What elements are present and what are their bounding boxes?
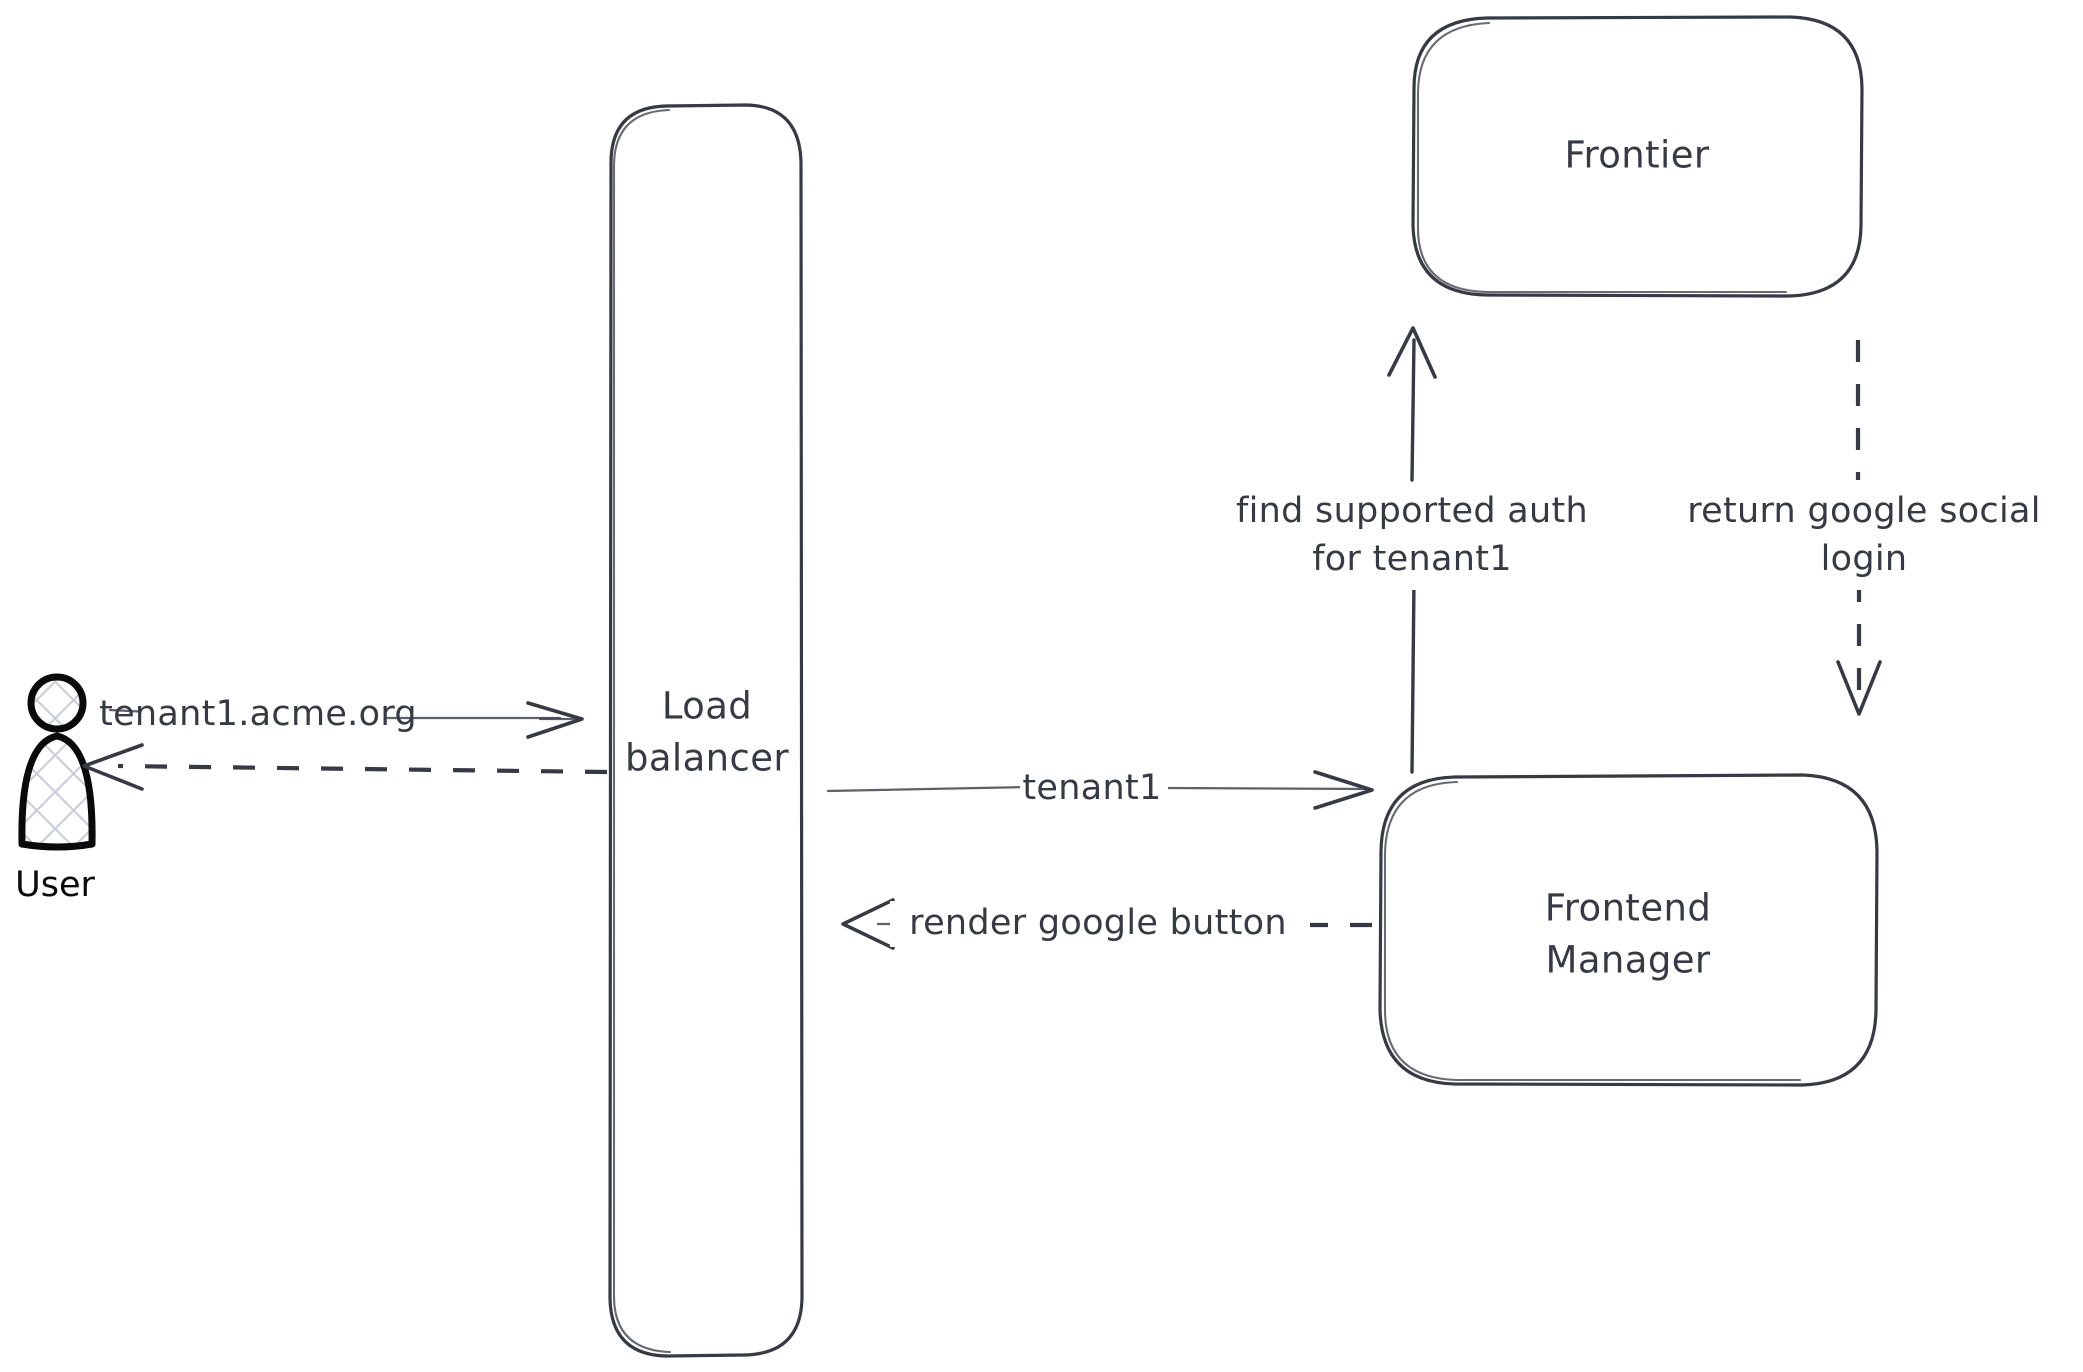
frontier-outline-sketch (1416, 21, 1788, 294)
frontend-manager-outline-sketch (1383, 780, 1802, 1082)
frontend-manager-label-line1: Frontend (1545, 887, 1711, 930)
load-balancer-label-line1: Load (662, 685, 752, 728)
edge-load-balancer-to-user[interactable] (82, 743, 608, 791)
frontend-manager-outline (1378, 773, 1879, 1087)
user-head-fill (31, 677, 83, 729)
frontier-to-fm-label-bg (1666, 482, 2066, 590)
frontier-label: Frontier (1564, 134, 1709, 177)
edge-load-balancer-to-frontend-manager[interactable]: tenant1 (826, 766, 1374, 812)
user-to-lb-label-bg (140, 692, 386, 738)
actor-user[interactable]: User (15, 673, 96, 905)
frontier-outline (1411, 15, 1864, 298)
load-balancer-outline (608, 103, 804, 1358)
user-to-lb-arrowhead (526, 701, 584, 739)
frontend-manager-label-line2: Manager (1546, 939, 1711, 982)
fm-to-frontier-label-line2: for tenant1 (1312, 539, 1512, 579)
edge-user-to-load-balancer[interactable]: tenant1.acme.org (99, 692, 584, 739)
lb-to-fm-arrowhead (1313, 770, 1374, 810)
node-frontier[interactable]: Frontier (1411, 15, 1864, 298)
lb-to-fm-label-bg (1020, 766, 1168, 812)
node-load-balancer[interactable]: Load balancer (608, 103, 804, 1358)
fm-to-lb-label-bg (890, 901, 1310, 947)
frontier-to-fm-arrowhead (1836, 660, 1882, 716)
user-body-fill (24, 737, 90, 843)
user-head-icon (27, 673, 87, 733)
edge-frontend-manager-to-frontier[interactable]: find supported auth for tenant1 (1222, 326, 1612, 774)
lb-to-user-arrowhead (82, 743, 144, 791)
load-balancer-label-line2: balancer (625, 737, 789, 780)
edge-frontier-to-frontend-manager[interactable]: return google social login (1666, 340, 2066, 716)
user-body-icon (18, 732, 96, 851)
fm-to-frontier-label-line1: find supported auth (1236, 491, 1588, 531)
fm-to-frontier-label-bg (1222, 482, 1612, 590)
lb-to-fm-line-right (1163, 786, 1372, 791)
fm-to-frontier-line-lower (1410, 578, 1416, 774)
lb-to-fm-label: tenant1 (1022, 768, 1161, 808)
fm-to-lb-arrowhead (841, 898, 895, 950)
frontier-to-fm-label-line2: login (1821, 539, 1908, 579)
frontier-to-fm-label-line1: return google social (1687, 491, 2041, 531)
node-frontend-manager[interactable]: Frontend Manager (1378, 773, 1879, 1087)
fm-to-frontier-arrowhead (1387, 326, 1437, 379)
lb-to-user-dashed-line (117, 763, 608, 775)
edge-frontend-manager-to-load-balancer[interactable]: render google button (841, 898, 1372, 950)
user-label: User (15, 865, 95, 905)
lb-to-fm-line-left (826, 785, 1030, 793)
user-to-lb-label: tenant1.acme.org (99, 694, 417, 734)
fm-to-frontier-line-upper (1410, 338, 1416, 482)
load-balancer-outline-sketch (612, 108, 672, 1354)
fm-to-lb-label: render google button (909, 903, 1287, 943)
